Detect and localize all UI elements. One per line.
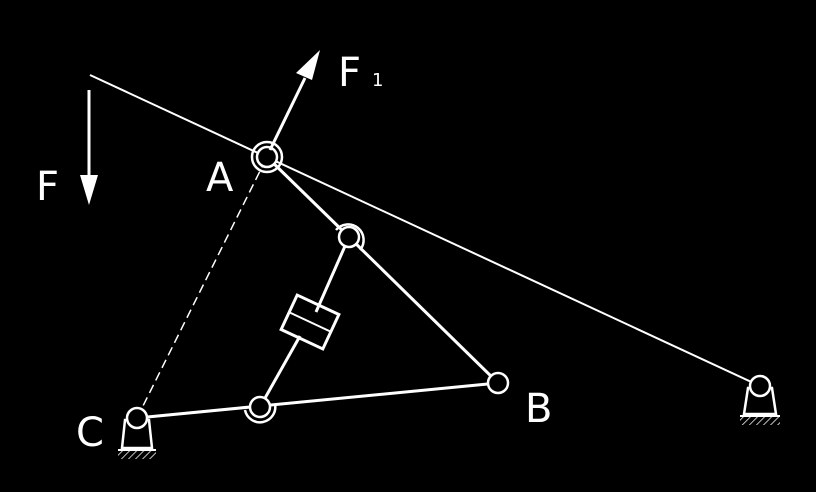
joint-a-outer <box>250 140 284 174</box>
joint-lower <box>248 395 272 419</box>
label-c: C <box>76 410 104 456</box>
main-lever <box>89 74 761 387</box>
cylinder-rod-upper <box>314 236 351 313</box>
base-link-cb <box>136 381 499 420</box>
link-a-joint <box>265 155 351 239</box>
joint-a <box>255 145 279 169</box>
support-c <box>118 406 156 459</box>
link-joint-b <box>347 235 500 385</box>
label-a: A <box>206 155 234 201</box>
hydraulic-cylinder <box>279 293 341 351</box>
dashed-line-ca <box>136 156 268 419</box>
cylinder-rod-lower <box>258 335 302 408</box>
support-right <box>740 374 780 425</box>
joint-lower-ring <box>243 403 277 424</box>
force-f-arrow <box>80 90 98 205</box>
label-f1-subscript: 1 <box>372 70 383 91</box>
joint-upper <box>337 225 361 249</box>
label-f1: F <box>338 50 361 96</box>
label-f: F <box>36 164 59 210</box>
force-f1-arrow <box>268 50 320 151</box>
joint-upper-ring <box>335 223 365 251</box>
label-b: B <box>525 386 552 432</box>
joint-b <box>486 371 510 395</box>
